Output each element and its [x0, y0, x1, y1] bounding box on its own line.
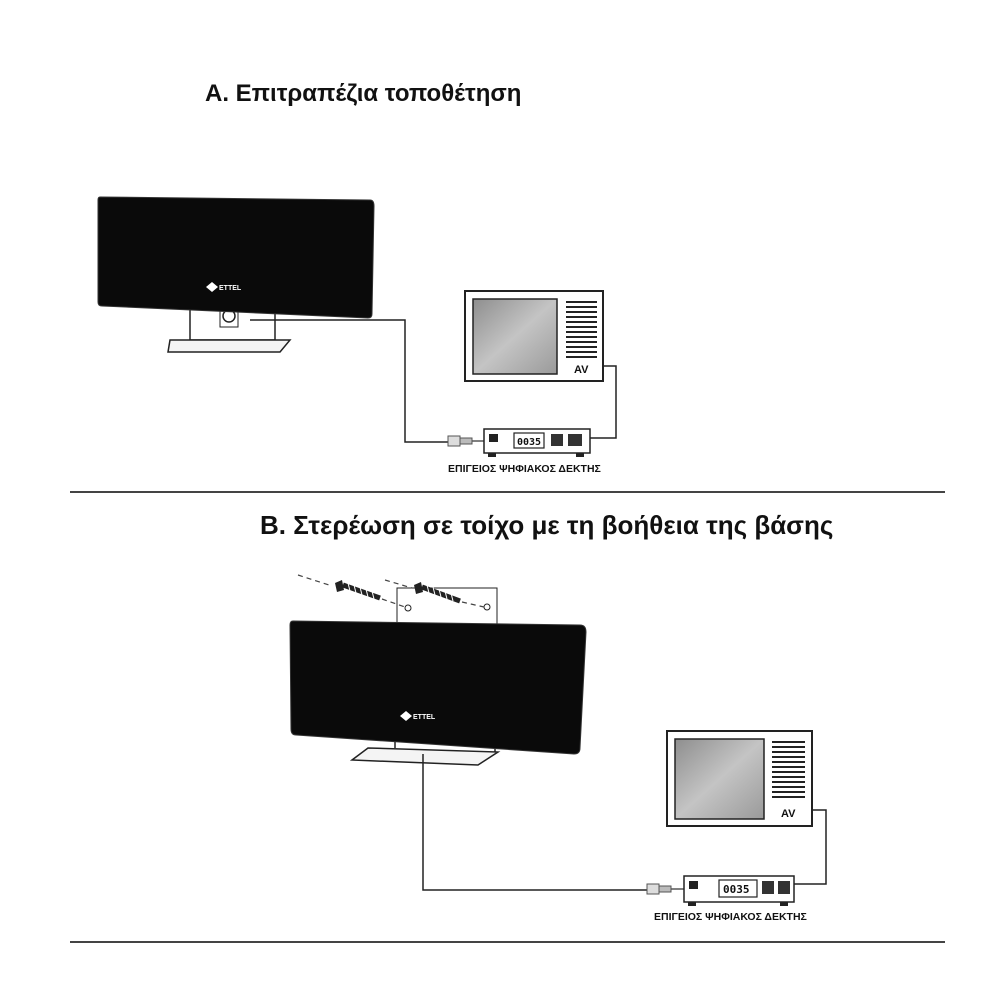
section-b-diagram: ETTEL 0035 ΕΠΙΓΕΙΟΣ ΨΗΦΙΑΚΟΣ ΔΕΚΤΗΣ	[289, 574, 827, 923]
antenna-cable	[422, 754, 648, 891]
tv-screen	[472, 298, 558, 375]
tv-set: AV	[464, 290, 604, 382]
receiver-caption: ΕΠΙΓΕΙΟΣ ΨΗΦΙΑΚΟΣ ΔΕΚΤΗΣ	[448, 463, 601, 475]
tv-speaker-grille	[566, 301, 597, 358]
tv-av-label: AV	[781, 808, 796, 820]
coax-plug-icon	[646, 883, 684, 895]
receiver-display: 0035	[723, 883, 750, 896]
screw-icon	[384, 579, 485, 608]
section-divider	[70, 941, 945, 943]
receiver-caption: ΕΠΙΓΕΙΟΣ ΨΗΦΙΑΚΟΣ ΔΕΚΤΗΣ	[654, 911, 807, 923]
screw-icon	[297, 574, 406, 608]
antenna-panel	[97, 196, 375, 319]
section-a-title: A. Επιτραπέζια τοποθέτηση	[205, 80, 522, 107]
section-divider	[70, 491, 945, 493]
antenna-panel	[289, 620, 587, 755]
tv-screen	[674, 738, 765, 820]
section-b-title: B. Στερέωση σε τοίχο με τη βοήθεια της β…	[260, 510, 834, 540]
coax-plug-icon	[447, 435, 484, 447]
av-cable	[590, 365, 617, 439]
digital-receiver: 0035	[683, 875, 795, 906]
digital-receiver: 0035	[483, 428, 591, 457]
tv-speaker-grille	[772, 741, 805, 798]
antenna-cable	[250, 319, 450, 443]
receiver-display: 0035	[517, 437, 541, 448]
antenna-logo-icon	[400, 711, 412, 721]
tv-set: AV	[666, 730, 813, 827]
tv-av-label: AV	[574, 364, 589, 376]
antenna-logo: ETTEL	[413, 714, 436, 721]
antenna-logo: ETTEL	[219, 285, 242, 292]
av-cable	[794, 809, 827, 885]
section-a-diagram: ETTEL 0035 ΕΠΙΓΕΙΟΣ ΨΗΦΙΑΚΟΣ ΔΕΚΤΗΣ	[97, 196, 617, 475]
antenna-logo-icon	[206, 282, 218, 292]
